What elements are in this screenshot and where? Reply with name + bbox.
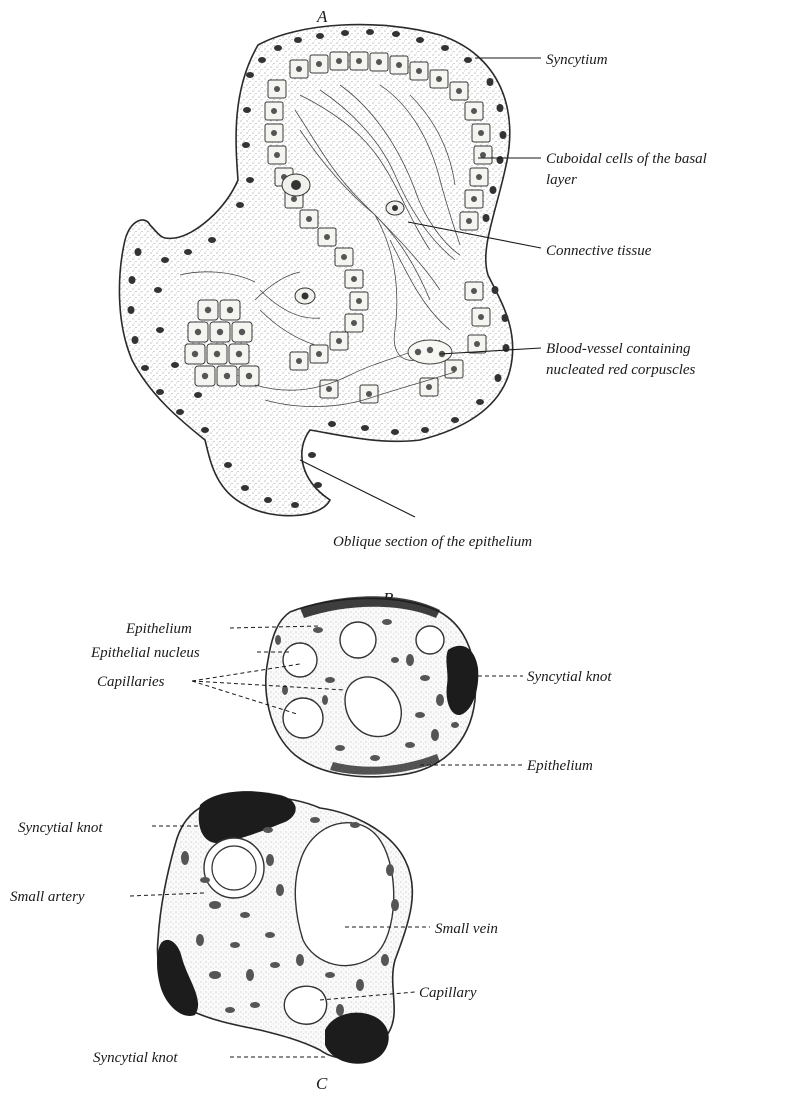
label-syncytium: Syncytium xyxy=(546,52,608,68)
label-cuboidal-line2: layer xyxy=(546,172,577,188)
label-syncytial-knot-c-top: Syncytial knot xyxy=(18,820,103,836)
panel-c-letter: C xyxy=(316,1074,328,1093)
label-blood-line1: Blood-vessel containing xyxy=(546,341,691,357)
small-artery-lumen-c xyxy=(212,846,256,890)
capillary-b-1 xyxy=(340,622,376,658)
label-small-artery: Small artery xyxy=(10,889,85,905)
capillary-b-2 xyxy=(283,643,317,677)
capillary-c xyxy=(284,986,326,1024)
label-epithelium-bottom: Epithelium xyxy=(526,758,593,774)
panel-a-letter: A xyxy=(316,7,328,26)
label-blood-line2: nucleated red corpuscles xyxy=(546,362,696,378)
blood-vessel-a xyxy=(408,340,452,364)
syncytial-knot-c-bottom xyxy=(325,1013,389,1064)
panel-a: A xyxy=(119,7,706,550)
label-capillaries: Capillaries xyxy=(97,674,165,690)
label-syncytial-knot-c-bottom: Syncytial knot xyxy=(93,1050,178,1066)
panel-c: Syncytial knot Small artery Small vein C… xyxy=(10,791,498,1093)
label-small-vein: Small vein xyxy=(435,921,498,937)
label-epithelium-top: Epithelium xyxy=(125,621,192,637)
panel-b: B Epithelium Epithelial nucleus Capillar… xyxy=(90,589,612,777)
label-capillary-c: Capillary xyxy=(419,985,477,1001)
small-vein-c xyxy=(295,823,393,966)
label-epithelial-nucleus: Epithelial nucleus xyxy=(90,645,200,661)
label-syncytial-knot-b: Syncytial knot xyxy=(527,669,612,685)
capillary-b-5 xyxy=(283,698,323,738)
label-connective: Connective tissue xyxy=(546,243,652,259)
label-oblique: Oblique section of the epithelium xyxy=(333,534,532,550)
capillary-b-4 xyxy=(416,626,444,654)
label-cuboidal-line1: Cuboidal cells of the basal xyxy=(546,151,707,167)
